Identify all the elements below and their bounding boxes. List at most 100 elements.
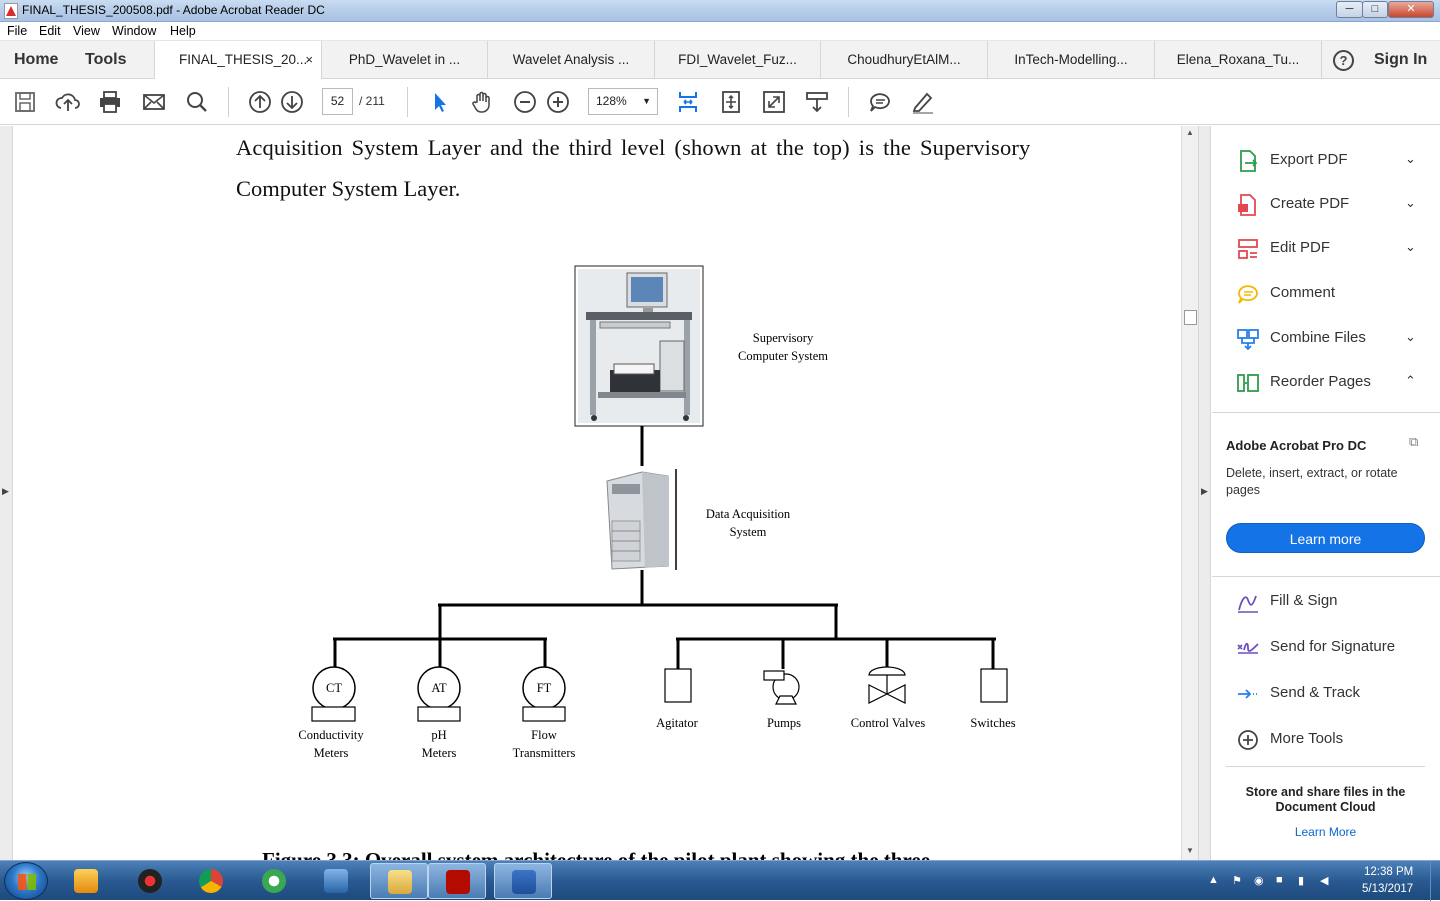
doc-tab-phd-wavelet[interactable]: PhD_Wavelet in ... xyxy=(322,41,488,79)
taskbar-word[interactable] xyxy=(494,863,552,899)
chevron-down-icon[interactable]: ⌄ xyxy=(1405,329,1416,344)
menu-window[interactable]: Window xyxy=(112,24,157,38)
close-tab-icon[interactable]: × xyxy=(305,52,313,67)
read-mode-icon[interactable] xyxy=(804,89,830,115)
expand-left-pane-icon[interactable]: ▶ xyxy=(2,486,9,496)
clock-time[interactable]: 12:38 PM xyxy=(1364,866,1414,878)
save-icon[interactable] xyxy=(12,89,38,115)
tool-fill-sign[interactable]: Fill & Sign xyxy=(1212,582,1440,622)
chevron-down-icon[interactable]: ⌄ xyxy=(1405,239,1416,254)
update-icon[interactable]: ◉ xyxy=(1254,875,1264,887)
page-number-input[interactable]: 52 xyxy=(322,88,353,115)
document-viewport[interactable]: ▶ Acquisition System Layer and the third… xyxy=(0,126,1198,860)
select-cursor-icon[interactable] xyxy=(427,89,453,115)
previous-page-icon[interactable] xyxy=(247,89,273,115)
doc-tab-intech[interactable]: InTech-Modelling... xyxy=(988,41,1155,79)
close-window-button[interactable]: ✕ xyxy=(1388,1,1434,18)
create-pdf-icon xyxy=(1238,194,1256,216)
zoom-level-select[interactable]: 128% ▼ xyxy=(588,88,658,115)
left-pane-toggle[interactable]: ▶ xyxy=(0,126,13,860)
full-screen-icon[interactable] xyxy=(761,89,787,115)
toolbar-divider xyxy=(228,87,229,117)
document-cloud-text: Store and share files in the Document Cl… xyxy=(1245,785,1406,814)
tool-send-track[interactable]: Send & Track xyxy=(1212,674,1440,714)
chevron-down-icon: ▼ xyxy=(642,96,651,106)
search-icon[interactable] xyxy=(184,89,210,115)
taskbar-app-green[interactable] xyxy=(245,863,303,899)
hand-tool-icon[interactable] xyxy=(469,89,495,115)
upload-cloud-icon[interactable] xyxy=(55,89,81,115)
word-icon xyxy=(512,870,536,894)
scroll-up-icon[interactable]: ▲ xyxy=(1186,128,1194,137)
taskbar-app-red[interactable] xyxy=(121,863,179,899)
print-icon[interactable] xyxy=(97,89,123,115)
learn-more-button[interactable]: Learn more xyxy=(1226,523,1425,553)
doc-tab-elena[interactable]: Elena_Roxana_Tu... xyxy=(1155,41,1322,79)
flag-icon[interactable]: ⚑ xyxy=(1232,875,1242,887)
tools-tab[interactable]: Tools xyxy=(85,51,127,68)
maximize-button[interactable]: □ xyxy=(1362,1,1388,18)
tool-comment[interactable]: Comment xyxy=(1212,274,1440,314)
document-cloud-learn-more-link[interactable]: Learn More xyxy=(1294,825,1357,839)
volume-icon[interactable]: ◀ xyxy=(1320,875,1329,887)
at-text: AT xyxy=(431,681,447,695)
right-pane-toggle[interactable]: ▶ xyxy=(1198,126,1211,860)
doc-tab-choudhury[interactable]: ChoudhuryEtAlM... xyxy=(821,41,988,79)
network-app-icon xyxy=(324,869,348,893)
doc-tab-fdi-wavelet[interactable]: FDI_Wavelet_Fuz... xyxy=(655,41,821,79)
email-icon[interactable] xyxy=(141,89,167,115)
doc-tab-final-thesis[interactable]: FINAL_THESIS_20... × xyxy=(154,41,322,80)
control-valves-label: Control Valves xyxy=(850,716,926,730)
data-acquisition-tower-image xyxy=(606,471,669,570)
tool-label: Export PDF xyxy=(1270,151,1348,168)
tool-edit-pdf[interactable]: Edit PDF ⌄ xyxy=(1212,229,1440,269)
menu-file[interactable]: File xyxy=(7,24,28,38)
sign-in-button[interactable]: Sign In xyxy=(1374,51,1428,68)
taskbar-file-explorer[interactable] xyxy=(370,863,428,899)
next-page-icon[interactable] xyxy=(279,89,305,115)
taskbar-network-app[interactable] xyxy=(307,863,365,899)
help-icon[interactable]: ? xyxy=(1333,50,1354,71)
promo-expand-icon[interactable]: ⧉ xyxy=(1409,434,1419,449)
network-signal-icon[interactable]: ▮ xyxy=(1298,875,1305,887)
start-button[interactable] xyxy=(4,862,48,900)
export-pdf-icon xyxy=(1240,150,1258,172)
tool-create-pdf[interactable]: Create PDF ⌄ xyxy=(1212,185,1440,225)
tool-more-tools[interactable]: More Tools xyxy=(1212,720,1440,760)
scrolling-mode-icon[interactable] xyxy=(675,89,701,115)
collapse-right-pane-icon[interactable]: ▶ xyxy=(1201,486,1208,496)
show-hidden-icons-icon[interactable]: ▲ xyxy=(1208,874,1219,886)
menu-view[interactable]: View xyxy=(73,24,100,38)
zoom-out-icon[interactable] xyxy=(512,89,538,115)
menu-edit[interactable]: Edit xyxy=(39,24,61,38)
flow-label-line1: Flow xyxy=(531,728,557,742)
home-tab[interactable]: Home xyxy=(14,51,59,68)
taskbar-acrobat-reader[interactable] xyxy=(428,863,486,899)
ft-text: FT xyxy=(536,681,552,695)
clock-date[interactable]: 5/13/2017 xyxy=(1362,883,1414,895)
scrollbar-thumb[interactable] xyxy=(1184,310,1197,325)
menu-help[interactable]: Help xyxy=(170,24,196,38)
scroll-down-icon[interactable]: ▼ xyxy=(1186,846,1194,855)
minimize-button[interactable]: ─ xyxy=(1336,1,1363,18)
show-desktop-button[interactable] xyxy=(1430,861,1440,901)
taskbar-media-player[interactable] xyxy=(57,863,115,899)
comment-icon[interactable] xyxy=(867,89,893,115)
tool-reorder-pages[interactable]: Reorder Pages ⌃ xyxy=(1212,363,1440,403)
vertical-scrollbar[interactable]: ▲ ▼ xyxy=(1181,126,1198,860)
chevron-down-icon[interactable]: ⌄ xyxy=(1405,151,1416,166)
fit-page-icon[interactable] xyxy=(718,89,744,115)
figure-caption: Figure 3.3: Overall system architecture … xyxy=(262,848,931,860)
tool-send-for-signature[interactable]: Send for Signature xyxy=(1212,628,1440,668)
chevron-down-icon[interactable]: ⌄ xyxy=(1405,195,1416,210)
chevron-up-icon[interactable]: ⌃ xyxy=(1405,373,1416,388)
doc-tab-label: PhD_Wavelet in ... xyxy=(348,52,461,67)
tool-combine-files[interactable]: Combine Files ⌄ xyxy=(1212,319,1440,359)
tray-app-icon[interactable]: ■ xyxy=(1276,874,1283,886)
highlight-pen-icon[interactable] xyxy=(910,89,936,115)
taskbar-chrome[interactable] xyxy=(182,863,240,899)
doc-tab-label: ChoudhuryEtAlM... xyxy=(847,52,961,67)
doc-tab-wavelet-analysis[interactable]: Wavelet Analysis ... xyxy=(488,41,655,79)
zoom-in-icon[interactable] xyxy=(545,89,571,115)
tool-export-pdf[interactable]: Export PDF ⌄ xyxy=(1212,141,1440,181)
